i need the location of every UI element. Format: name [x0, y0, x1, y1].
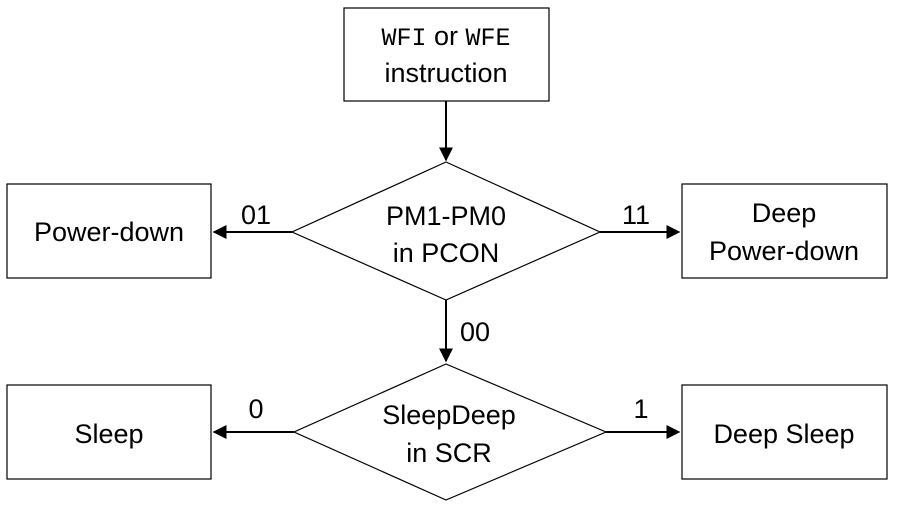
- decision-scr-line1: SleepDeep: [382, 400, 516, 430]
- edge-label-1: 1: [633, 394, 648, 424]
- sleep-box: [6, 384, 212, 480]
- deep-sleep-label: Deep Sleep: [713, 419, 854, 449]
- decision-pcon-line2: in PCON: [393, 238, 500, 268]
- edge-label-0: 0: [248, 394, 263, 424]
- edge-label-01: 01: [241, 200, 271, 230]
- or-text: or: [426, 21, 465, 51]
- decision-scr-diamond: [292, 363, 608, 501]
- decision-scr-line2: in SCR: [406, 438, 492, 468]
- instruction-text: instruction: [384, 58, 507, 88]
- decision-pcon-diamond: [290, 161, 602, 301]
- power-down-box: [6, 183, 212, 279]
- wfe-text: WFE: [466, 24, 511, 53]
- deep-power-down-line1: Deep: [752, 198, 817, 228]
- state-power-down: Power-down: [6, 183, 212, 279]
- state-deep-power-down: Deep Power-down: [681, 183, 888, 279]
- power-down-label: Power-down: [34, 217, 184, 247]
- edge-label-00: 00: [460, 317, 490, 347]
- decision-scr: SleepDeep in SCR: [292, 363, 608, 501]
- edge-label-11: 11: [622, 200, 650, 230]
- decision-pcon-line1: PM1-PM0: [386, 201, 506, 231]
- deep-power-down-box: [681, 183, 888, 279]
- deep-sleep-box: [681, 384, 888, 480]
- sleep-label: Sleep: [74, 419, 143, 449]
- wfi-text: WFI: [381, 24, 426, 53]
- state-sleep: Sleep: [6, 384, 212, 480]
- state-deep-sleep: Deep Sleep: [681, 384, 888, 480]
- start-node: WFI or WFE instruction: [343, 7, 550, 102]
- start-box: [343, 7, 550, 102]
- deep-power-down-line2: Power-down: [709, 236, 859, 266]
- start-line1: WFI or WFE: [381, 21, 510, 53]
- decision-pcon: PM1-PM0 in PCON: [290, 161, 602, 301]
